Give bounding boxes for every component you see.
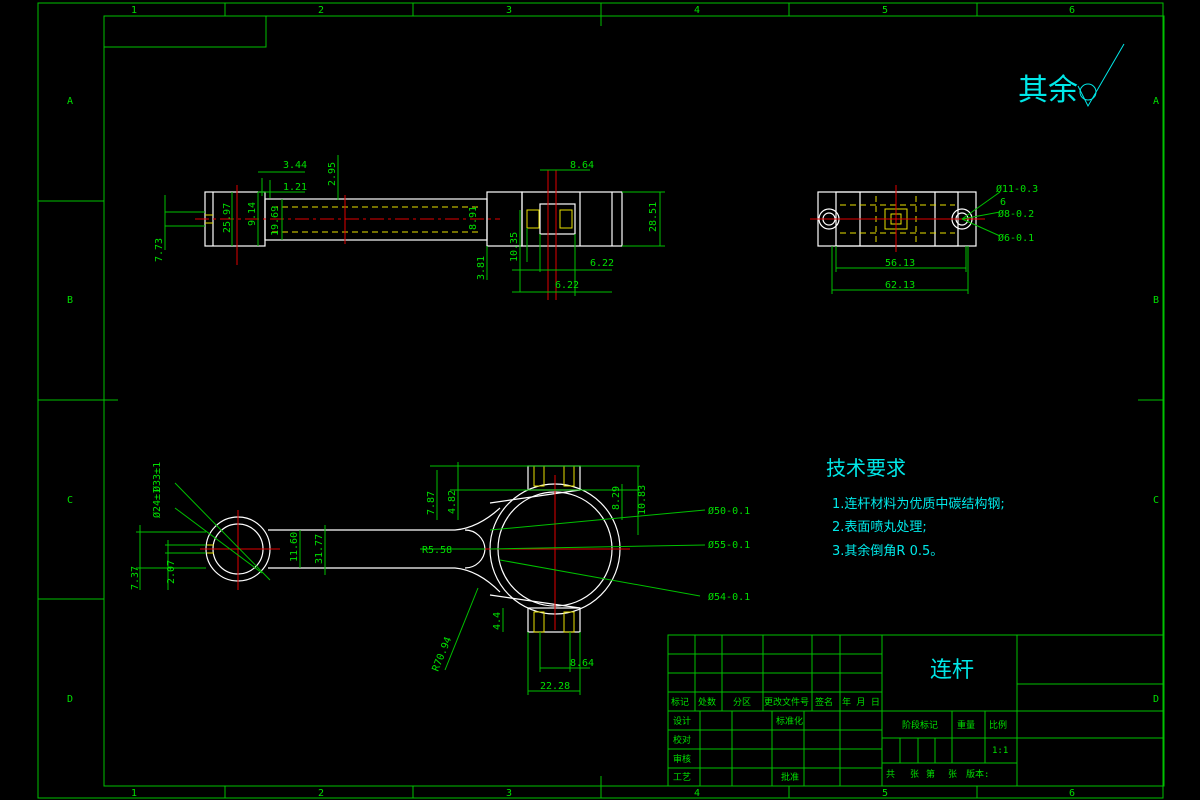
inner-frame xyxy=(103,15,1165,787)
dim-label: 2.95 xyxy=(327,162,338,186)
tb-stage-mark: 阶段标记 xyxy=(902,719,938,731)
dim-label: 4.4 xyxy=(492,612,503,630)
dim-label: Ø11-0.3 xyxy=(996,183,1038,195)
tb-header: 签名 xyxy=(815,696,833,708)
dim-label: 7.87 xyxy=(426,491,437,515)
row-label-left: B xyxy=(67,295,73,306)
col-label-bottom: 6 xyxy=(1069,788,1075,799)
tb-approve: 批准 xyxy=(781,771,799,783)
tech-requirement-item: 2.表面喷丸处理; xyxy=(832,520,927,535)
row-label-left: D xyxy=(67,694,73,705)
dim-label: 8.64 xyxy=(570,658,594,669)
top-view xyxy=(195,170,623,300)
col-label-bottom: 2 xyxy=(318,788,324,799)
dim-label: 28.51 xyxy=(648,202,659,232)
dim-label: Ø55-0.1 xyxy=(708,539,750,551)
dim-label: 8.64 xyxy=(570,160,594,171)
tb-check: 校对 xyxy=(673,734,691,746)
col-label-top: 5 xyxy=(882,5,888,16)
tb-scale-label: 比例 xyxy=(989,719,1007,731)
row-label-left: A xyxy=(67,96,73,107)
tb-version: 版本: xyxy=(966,768,989,780)
outer-border xyxy=(37,2,1164,799)
title-block xyxy=(667,634,1165,787)
tech-requirements-title: 技术要求 xyxy=(826,456,906,480)
tb-header: 处数 xyxy=(698,696,716,708)
tb-header: 更改文件号 xyxy=(764,696,809,708)
tb-header: 标记 xyxy=(671,696,689,708)
row-label-right: D xyxy=(1153,694,1159,705)
col-label-bottom: 4 xyxy=(694,788,700,799)
col-label-top: 4 xyxy=(694,5,700,16)
tb-design: 设计 xyxy=(673,715,691,727)
dim-label: 25.97 xyxy=(222,203,233,233)
dim-label: 2.07 xyxy=(166,560,177,584)
dim-label: 19.69 xyxy=(270,206,281,236)
dim-label: R5.58 xyxy=(422,545,452,556)
tb-header: 年 月 日 xyxy=(842,696,880,708)
corner-stamp-box xyxy=(103,15,267,48)
dim-label: R70.94 xyxy=(431,636,455,674)
tb-sheet-unit: 张 xyxy=(948,769,957,780)
dim-label: 22.28 xyxy=(540,681,570,692)
tech-requirement-item: 3.其余倒角R 0.5。 xyxy=(832,543,943,559)
dim-label: 6.22 xyxy=(590,258,614,269)
tb-sheets-unit: 张 xyxy=(910,769,919,780)
dim-label: 3.81 xyxy=(476,256,487,280)
dim-label: 6.22 xyxy=(555,280,579,291)
row-label-left: C xyxy=(67,495,73,506)
col-label-bottom: 1 xyxy=(131,788,137,799)
dim-label: 11.60 xyxy=(289,532,300,562)
dim-label: 4.82 xyxy=(447,490,458,514)
col-label-top: 2 xyxy=(318,5,324,16)
tb-review: 审核 xyxy=(673,753,691,765)
tb-standardization: 标准化 xyxy=(776,715,803,727)
column-ticks xyxy=(224,3,978,798)
dim-label: 62.13 xyxy=(885,280,915,291)
tb-weight: 重量 xyxy=(957,719,975,731)
col-label-bottom: 3 xyxy=(506,788,512,799)
col-label-bottom: 5 xyxy=(882,788,888,799)
dim-label: Ø24±1 xyxy=(151,488,163,518)
dim-label: 7.37 xyxy=(130,566,141,590)
col-label-top: 1 xyxy=(131,5,137,16)
tb-header: 分区 xyxy=(733,697,751,708)
top-view-dimensions xyxy=(164,155,665,296)
part-name: 连杆 xyxy=(930,658,974,683)
dim-label: 8.91 xyxy=(468,206,479,230)
row-ticks xyxy=(38,200,1164,600)
dim-label: 8.29 xyxy=(611,486,622,510)
right-view-dimensions xyxy=(831,191,1001,294)
dim-label: 6 xyxy=(1000,197,1006,208)
right-view xyxy=(810,185,985,252)
dim-label: 10.83 xyxy=(637,485,648,515)
dim-label: Ø33±1 xyxy=(151,462,163,492)
roughness-note: 其余 xyxy=(1018,73,1078,108)
dim-label: 56.13 xyxy=(885,258,915,269)
col-label-top: 6 xyxy=(1069,5,1075,16)
front-view-dimensions xyxy=(136,462,706,695)
dim-label: Ø6-0.1 xyxy=(998,232,1034,244)
dim-label: 7.73 xyxy=(154,238,165,262)
dim-label: Ø50-0.1 xyxy=(708,505,750,517)
dim-label: Ø54-0.1 xyxy=(708,591,750,603)
dim-label: 3.44 xyxy=(283,160,307,171)
roughness-symbol-icon xyxy=(1077,43,1125,108)
front-view xyxy=(200,465,630,633)
dim-label: 9.14 xyxy=(247,202,258,226)
tb-scale: 1:1 xyxy=(992,746,1008,756)
dim-label: Ø8-0.2 xyxy=(998,208,1034,220)
tb-process: 工艺 xyxy=(673,772,691,783)
row-label-right: B xyxy=(1153,295,1159,306)
row-label-right: C xyxy=(1153,495,1159,506)
row-label-right: A xyxy=(1153,96,1159,107)
tech-requirement-item: 1.连杆材料为优质中碳结构钢; xyxy=(832,496,1005,512)
col-label-top: 3 xyxy=(506,5,512,16)
tb-sheet-no: 第 xyxy=(926,768,935,780)
dim-label: 10.35 xyxy=(509,232,520,262)
dim-label: 1.21 xyxy=(283,182,307,193)
tb-sheets-total: 共 xyxy=(886,769,895,780)
dim-label: 31.77 xyxy=(314,534,325,564)
